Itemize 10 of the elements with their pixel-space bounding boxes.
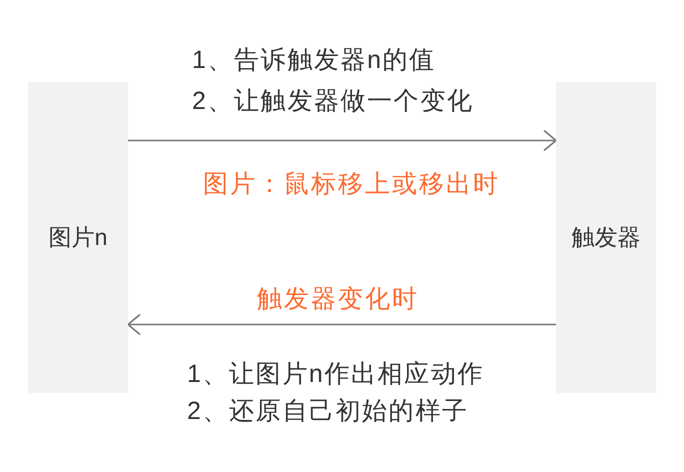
arrow — [127, 314, 556, 336]
arrow — [128, 130, 557, 152]
node-label: 触发器 — [572, 223, 640, 252]
step-text: 1、告诉触发器n的值 — [192, 45, 436, 75]
step-text: 2、还原自己初始的样子 — [187, 396, 469, 426]
process-box — [28, 82, 128, 393]
process-box — [556, 82, 656, 393]
step-text: 1、让图片n作出相应动作 — [187, 359, 484, 389]
step-text: 2、让触发器做一个变化 — [192, 86, 474, 116]
node-label: 图片n — [48, 223, 108, 252]
